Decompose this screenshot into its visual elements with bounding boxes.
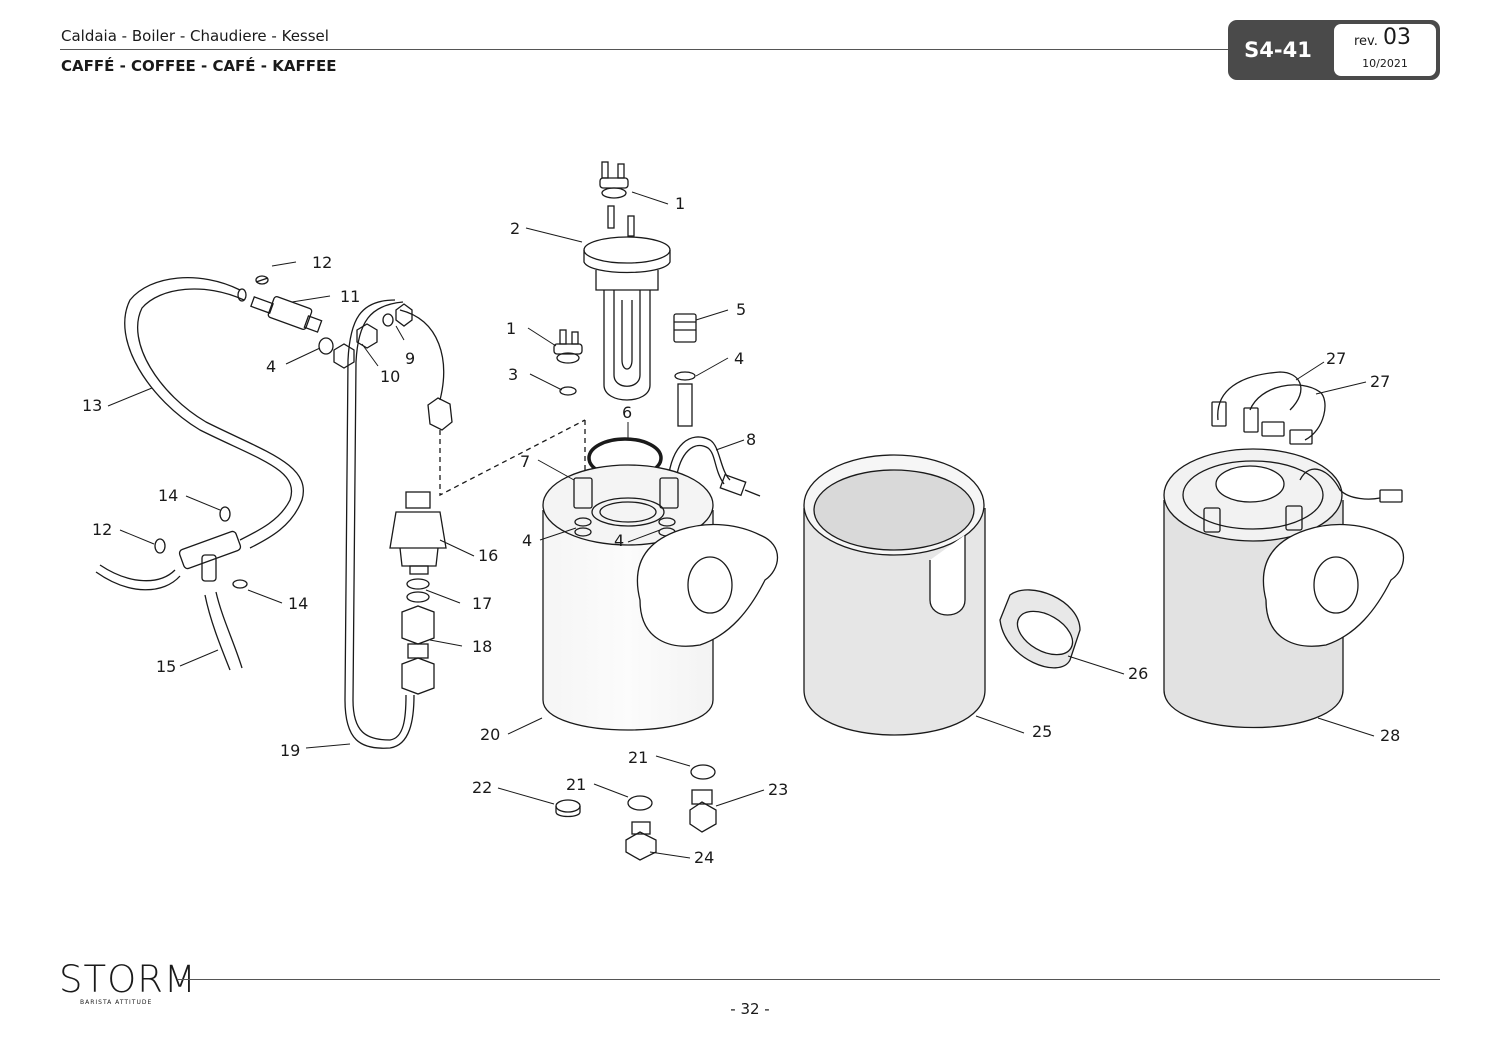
t-piece	[95, 530, 243, 671]
callout-21-top: 21	[628, 748, 648, 767]
brand-tagline: BARISTA ATTITUDE	[80, 999, 153, 1006]
pipe-19	[344, 299, 445, 749]
cap-22	[555, 799, 581, 818]
clip-14-bottom	[232, 579, 248, 589]
fitting-23	[689, 789, 717, 833]
nut-10	[333, 323, 378, 369]
insulation-25	[803, 454, 986, 736]
fitting-5	[673, 313, 697, 343]
callout-4-boiler-left: 4	[522, 531, 532, 550]
clip-12-bottom	[154, 538, 166, 554]
tube	[677, 383, 693, 427]
callout-labels: 1 2 12 11 5 1 4 9 10 4 3 13 6 8 7 27 27 …	[82, 194, 1400, 867]
callout-24: 24	[694, 848, 714, 867]
callout-25: 25	[1032, 722, 1052, 741]
clip-12-top	[255, 275, 269, 285]
fitting-9	[382, 303, 413, 327]
sleeve-26	[999, 589, 1081, 669]
callout-27-a: 27	[1326, 349, 1346, 368]
callout-4-boiler-right: 4	[614, 531, 624, 550]
callout-1-mid: 1	[506, 319, 516, 338]
callout-12-top: 12	[312, 253, 332, 272]
boiler-assembly-28	[1163, 448, 1404, 729]
callout-11: 11	[340, 287, 360, 306]
page-number: - 32 -	[730, 1000, 770, 1018]
callout-21-mid: 21	[566, 775, 586, 794]
header-rule	[60, 49, 1230, 50]
callout-3: 3	[508, 365, 518, 384]
header-subtitle: CAFFÉ - COFFEE - CAFÉ - KAFFEE	[61, 57, 337, 75]
callout-19: 19	[280, 741, 300, 760]
hose-13	[124, 277, 304, 549]
callout-4-tube: 4	[734, 349, 744, 368]
pipe-nut	[427, 397, 453, 431]
callout-14-bottom: 14	[288, 594, 308, 613]
leader-lines	[107, 191, 1375, 859]
brand-logo: STORM	[59, 958, 197, 1001]
callout-27-b: 27	[1370, 372, 1390, 391]
revision-label: rev.	[1354, 34, 1378, 49]
seal-21-mid	[627, 795, 653, 811]
washer-4-left	[318, 337, 334, 355]
boiler-20	[542, 464, 778, 731]
footer-rule	[178, 979, 1440, 980]
revision-date: 10/2021	[1362, 57, 1408, 70]
callout-5: 5	[736, 300, 746, 319]
fitting-18	[401, 605, 435, 695]
section-code: S4-41	[1244, 38, 1312, 62]
callout-26: 26	[1128, 664, 1148, 683]
callout-12-bottom: 12	[92, 520, 112, 539]
callout-1-top: 1	[675, 194, 685, 213]
callout-4-left: 4	[266, 357, 276, 376]
callout-6: 6	[622, 403, 632, 422]
callout-22: 22	[472, 778, 492, 797]
probe-8	[667, 436, 761, 497]
callout-16: 16	[478, 546, 498, 565]
cables-27	[1211, 371, 1326, 445]
plug-24	[625, 821, 657, 861]
oring-17a	[406, 578, 430, 590]
callout-17: 17	[472, 594, 492, 613]
callout-8: 8	[746, 430, 756, 449]
callout-23: 23	[768, 780, 788, 799]
callout-15: 15	[156, 657, 176, 676]
callout-28: 28	[1380, 726, 1400, 745]
callout-7: 7	[520, 452, 530, 471]
washer-4-tube	[674, 371, 696, 381]
oring-17b	[406, 591, 430, 603]
callout-14-top: 14	[158, 486, 178, 505]
callout-20: 20	[480, 725, 500, 744]
callout-13: 13	[82, 396, 102, 415]
callout-18: 18	[472, 637, 492, 656]
revision-number: 03	[1383, 25, 1411, 50]
callout-10: 10	[380, 367, 400, 386]
seal-3	[559, 386, 577, 396]
revision-box	[1334, 24, 1436, 76]
heating-element-2	[583, 205, 671, 401]
header-title: Caldaia - Boiler - Chaudiere - Kessel	[61, 27, 329, 45]
seal-21-top	[690, 764, 716, 780]
thermostat-1-mid	[553, 329, 583, 364]
dashed-leader	[439, 419, 586, 497]
valve-11	[250, 296, 323, 333]
thermostat-1-top	[599, 161, 629, 199]
clip-14-top	[219, 506, 231, 522]
callout-2: 2	[510, 219, 520, 238]
pressure-switch-16	[389, 491, 447, 575]
callout-9: 9	[405, 349, 415, 368]
